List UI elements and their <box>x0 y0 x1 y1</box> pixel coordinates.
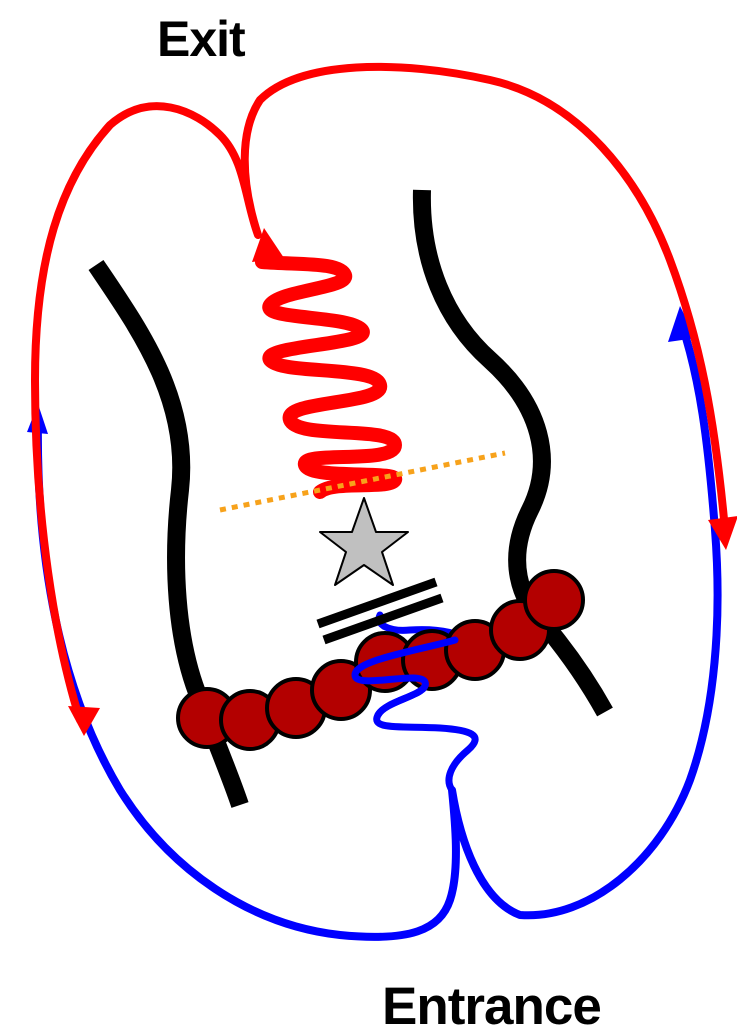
entrance-label: Entrance <box>382 980 601 1033</box>
exit-coil <box>262 262 395 492</box>
entrance-path-outer <box>38 325 718 937</box>
exit-label: Exit <box>157 14 245 64</box>
exit-arrowhead-left <box>68 706 100 736</box>
bead <box>525 571 583 629</box>
star-icon <box>320 498 408 585</box>
